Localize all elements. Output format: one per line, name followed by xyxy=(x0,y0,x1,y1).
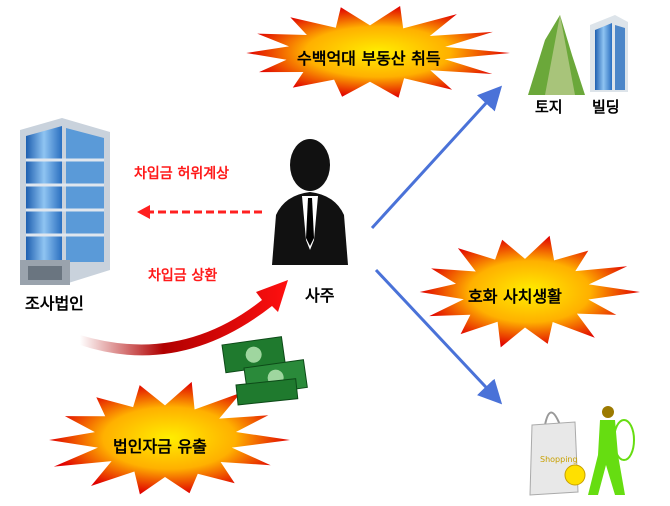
tower-building-icon xyxy=(590,15,628,92)
luxury-burst-label: 호화 사치생활 xyxy=(468,287,562,306)
starburst-outflow xyxy=(49,381,290,495)
building-label: 빌딩 xyxy=(592,98,620,116)
land-icon xyxy=(528,15,585,95)
real-estate-burst-label: 수백억대 부동산 취득 xyxy=(297,49,441,68)
owner-label: 사주 xyxy=(305,286,335,305)
money-stack-icon xyxy=(221,336,308,406)
land-label: 토지 xyxy=(535,98,563,116)
shopping-bag-icon: Shopping xyxy=(529,411,586,496)
loan-repay-arrow xyxy=(80,280,288,356)
arrow-to-luxury xyxy=(374,268,503,405)
false-loan-label: 차입금 허위계상 xyxy=(134,166,230,182)
starburst-real-estate xyxy=(246,6,511,98)
outflow-burst-label: 법인자금 유출 xyxy=(113,437,207,456)
owner-silhouette-icon xyxy=(272,139,348,265)
company-label: 조사법인 xyxy=(25,294,84,313)
starburst-luxury xyxy=(419,235,640,348)
arrow-to-real-estate xyxy=(370,85,503,230)
false-loan-arrow xyxy=(137,205,262,219)
loan-repay-label: 차입금 상환 xyxy=(148,268,218,284)
golfer-icon xyxy=(588,406,635,495)
company-building-icon xyxy=(20,118,110,285)
shopping-text: Shopping xyxy=(540,455,578,464)
